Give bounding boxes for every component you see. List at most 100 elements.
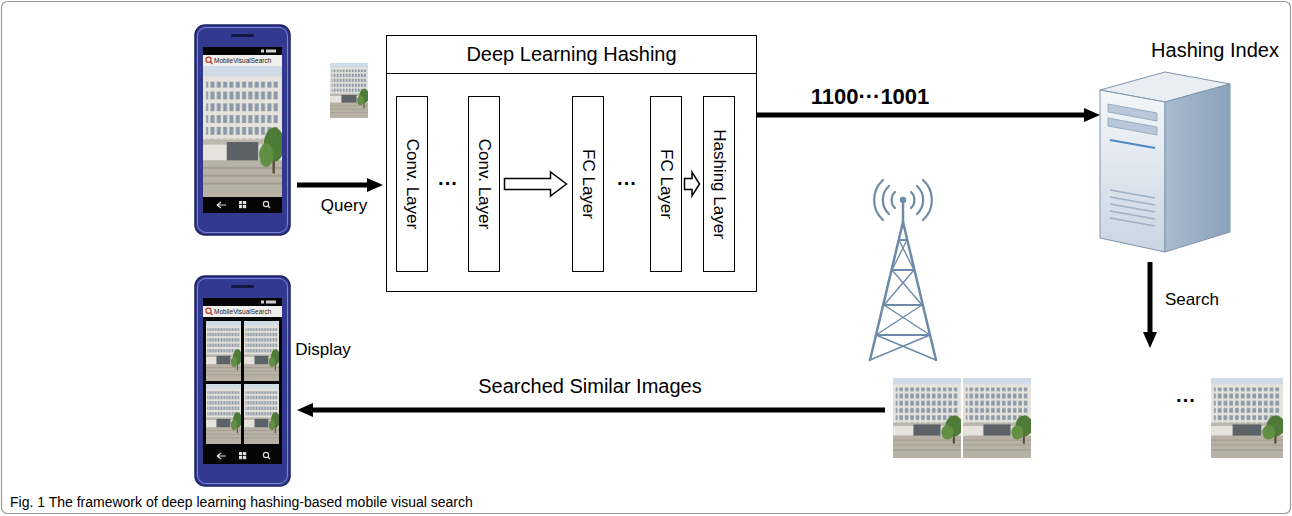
query-arrow	[297, 183, 371, 188]
query-phone	[206, 57, 211, 62]
app-title: MobileVisualSearch	[214, 57, 271, 64]
server-icon	[1110, 190, 1155, 198]
antenna-tower	[900, 197, 906, 203]
antenna-tower	[876, 335, 936, 360]
display-phone	[203, 298, 282, 464]
ellipsis: ···	[1176, 389, 1196, 412]
antenna-tower	[870, 180, 936, 360]
ellipsis: ···	[438, 172, 458, 195]
server-icon	[1100, 90, 1165, 252]
fc-layer-box: FC Layer	[572, 96, 604, 272]
display-phone	[210, 313, 212, 315]
display-phone	[206, 384, 242, 444]
display-phone	[239, 456, 242, 459]
step-label: Query	[321, 196, 367, 216]
server-icon	[1110, 218, 1155, 226]
antenna-tower	[923, 180, 932, 220]
display-phone	[244, 321, 280, 381]
display-phone	[243, 452, 246, 455]
server-icon	[1108, 118, 1157, 135]
query-phone	[261, 50, 264, 53]
layer-name: Conv. Layer	[474, 138, 493, 228]
antenna-tower	[883, 186, 889, 214]
display-phone	[268, 457, 270, 459]
hashing-network-box: Conv. Layer Conv. Layer FC Layer FC Layer Ha…	[386, 35, 757, 292]
antenna-tower	[876, 334, 930, 336]
result-arrow	[309, 408, 885, 413]
antenna-tower	[884, 305, 930, 335]
figure-caption: Fig. 1 The framework of deep learning ha…	[10, 494, 473, 510]
antenna-tower	[874, 180, 883, 220]
result-images	[1211, 378, 1285, 458]
server-icon	[1108, 104, 1157, 121]
query-phone	[263, 201, 268, 206]
antenna-tower	[917, 186, 923, 214]
display-phone	[195, 276, 290, 486]
query-phone	[217, 202, 226, 208]
query-phone	[231, 34, 254, 37]
server-icon	[1100, 72, 1230, 252]
antenna-tower	[884, 304, 922, 306]
antenna-tower	[899, 239, 907, 241]
ellipsis: ···	[617, 172, 637, 195]
display-phone	[266, 301, 276, 304]
server-icon	[1110, 197, 1155, 205]
display-phone	[263, 452, 268, 457]
display-phone	[206, 308, 211, 313]
layer-name: Conv. Layer	[402, 138, 421, 228]
query-phone	[268, 206, 270, 208]
query-phone	[203, 66, 284, 197]
antenna-tower	[902, 204, 905, 222]
block-arrow	[505, 172, 567, 196]
query-phone	[239, 205, 242, 208]
antenna-tower	[911, 192, 914, 208]
antenna-tower	[892, 240, 907, 270]
fc-layer-box: FC Layer	[650, 96, 682, 272]
display-phone	[206, 321, 242, 381]
result-images	[893, 378, 963, 458]
layer-name: Hashing Layer	[709, 129, 728, 239]
search-arrow	[1148, 262, 1153, 336]
hash-code-label: 1100···1001	[811, 84, 930, 109]
hash-code-arrow	[757, 113, 1088, 118]
antenna-tower	[876, 305, 922, 335]
antenna-tower	[899, 240, 914, 270]
result-images	[893, 378, 1285, 458]
server-icon	[1165, 84, 1230, 252]
antenna-tower	[892, 270, 922, 305]
server-heading: Hashing Index	[1151, 39, 1279, 62]
query-phone	[243, 201, 246, 204]
display-phone	[198, 279, 288, 484]
query-phone	[203, 55, 282, 66]
app-title: MobileVisualSearch	[214, 308, 271, 315]
display-phone	[261, 301, 264, 304]
display-phone	[239, 452, 242, 455]
display-phone	[231, 285, 254, 288]
query-phone	[266, 50, 276, 53]
layer-name: FC Layer	[656, 149, 675, 219]
display-phone	[195, 276, 290, 486]
query-phone	[239, 201, 242, 204]
hashing-index-server: Hashing Index	[1100, 70, 1230, 252]
result-images	[963, 378, 1033, 458]
conv-layer-box: Conv. Layer	[468, 96, 500, 272]
antenna-tower	[884, 270, 914, 305]
conv-layer-box: Conv. Layer	[396, 96, 428, 272]
query-phone	[198, 28, 288, 233]
query-phone	[243, 205, 246, 208]
query-thumbnail	[330, 63, 369, 118]
display-phone	[217, 453, 226, 459]
step-label: Display	[295, 340, 351, 360]
query-phone	[210, 62, 212, 64]
display-phone	[203, 306, 282, 317]
hashing-layer-box: Hashing Layer	[703, 96, 735, 272]
server-icon	[1110, 211, 1155, 219]
antenna-tower	[892, 269, 914, 271]
block-arrow	[685, 172, 700, 196]
server-icon	[1110, 140, 1155, 148]
display-phone	[244, 384, 280, 444]
